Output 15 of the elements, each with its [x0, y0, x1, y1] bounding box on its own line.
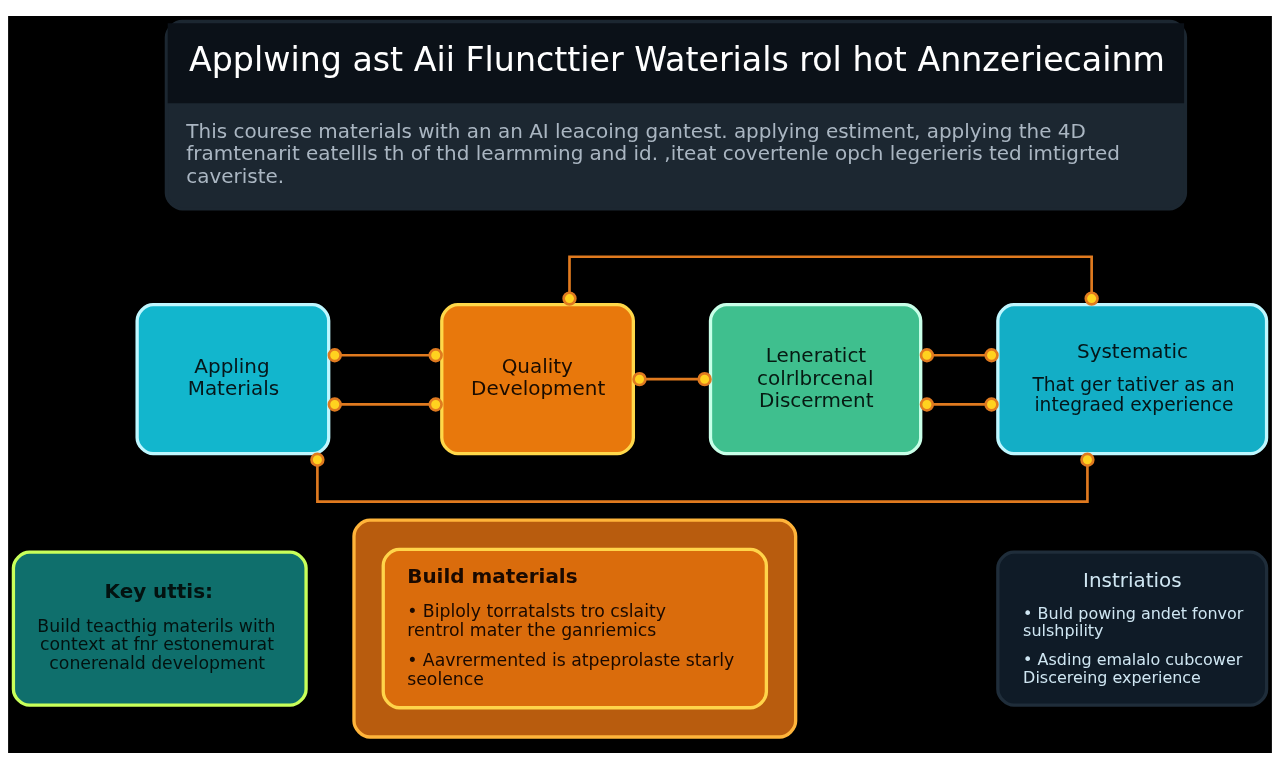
node-box: Appling Materials [135, 302, 331, 455]
node-box: Quality Development [440, 302, 635, 455]
connector [632, 371, 712, 386]
node-box: Leneratict colrlbrcenal Discerment [708, 302, 923, 455]
connector [919, 396, 999, 412]
node-box: Instriatios • Buld powing andet fonvor sulshpility • Asding emalalo cubcower Discereing experience [996, 549, 1269, 707]
node-box: Systematic That ger tativer as an integraed experience [996, 302, 1269, 455]
node-box: Key uttis: Build teacthig materils with context at fnr estonemurat conerenald development [11, 549, 308, 707]
connector [562, 254, 1099, 306]
connector [327, 347, 443, 362]
connector [327, 396, 443, 412]
connector [919, 347, 999, 362]
connector [310, 452, 1095, 503]
cluster [352, 518, 798, 739]
node-box: Build materials • Biploly torratalsts tro cslaity rentrol mater the ganriemics • Aavrermented is atpeprolaste starly seolence [381, 547, 769, 709]
